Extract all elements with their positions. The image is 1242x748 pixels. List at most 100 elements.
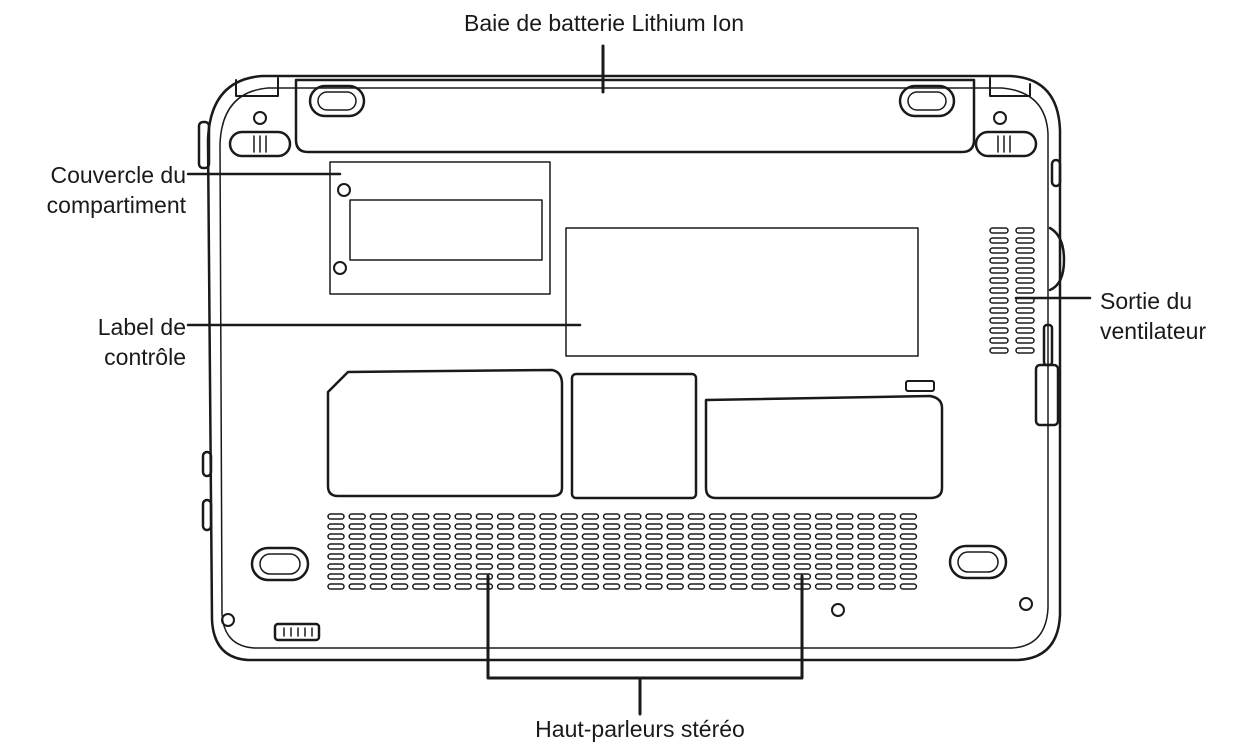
speaker-grille-slot xyxy=(454,573,472,580)
speaker-grille-slot xyxy=(369,553,388,560)
latch-screw-right xyxy=(993,111,1007,125)
speaker-grille-slot xyxy=(645,523,663,530)
speaker-grille-slot xyxy=(687,563,706,570)
speaker-grille-slot xyxy=(560,513,578,520)
speaker-grille-slot xyxy=(708,543,727,550)
speaker-grille-slot xyxy=(836,563,854,570)
speaker-grille-slot xyxy=(518,553,536,560)
speaker-grille-slot xyxy=(666,533,684,540)
speaker-grille-slot xyxy=(369,563,388,570)
security-lock-slot xyxy=(273,622,321,642)
speaker-grille-slot xyxy=(751,573,769,580)
fan-vent-slot xyxy=(1015,277,1035,284)
compartment-screw-bottom xyxy=(333,261,347,275)
fan-vent-slot xyxy=(1015,347,1035,354)
speaker-grille-slot xyxy=(708,513,727,520)
fan-vent-slot xyxy=(989,257,1009,264)
fan-outlet-label-line-2: ventilateur xyxy=(1100,318,1207,344)
rubber-foot-left xyxy=(250,546,310,582)
fan-vent-slot xyxy=(989,317,1009,324)
speaker-grille-slot xyxy=(687,553,706,560)
fan-vent-slot xyxy=(1015,287,1035,294)
speaker-grille-slot xyxy=(412,533,430,540)
speaker-grille-slot xyxy=(772,583,790,590)
speaker-grille-slot xyxy=(751,553,769,560)
speaker-grille-slot xyxy=(581,573,600,580)
speaker-grille-slot xyxy=(369,583,388,590)
fan-vent-slot xyxy=(1015,317,1035,324)
speaker-grille-slot xyxy=(793,533,812,540)
right-side-slot xyxy=(1048,226,1066,292)
speaker-grille-slot xyxy=(602,563,621,570)
speaker-grille-slot xyxy=(602,533,621,540)
fan-vent-slot xyxy=(989,347,1009,354)
speaker-grille-slot xyxy=(666,583,684,590)
speaker-grille-slot xyxy=(899,543,918,550)
speaker-grille-slot xyxy=(581,563,600,570)
speaker-grille-slot xyxy=(857,533,875,540)
speaker-grille-slot xyxy=(793,513,812,520)
speaker-grille-slot xyxy=(560,573,578,580)
speaker-grille-slot xyxy=(560,523,578,530)
speaker-grille-slot xyxy=(878,543,896,550)
speaker-grille-slot xyxy=(751,533,769,540)
compartment-cover-label: Couvercle du compartiment xyxy=(0,160,186,220)
speaker-grille-slot xyxy=(412,513,430,520)
speaker-grille-slot xyxy=(539,523,557,530)
speaker-grille-slot xyxy=(496,583,515,590)
security-lock-slot-ribs xyxy=(283,627,313,637)
speaker-grille-slot xyxy=(560,563,578,570)
speaker-grille-slot xyxy=(390,513,409,520)
speaker-grille-slot xyxy=(730,573,748,580)
speaker-grille-slot xyxy=(687,513,706,520)
screw-bottom-center xyxy=(831,603,845,617)
speaker-grille-slot xyxy=(348,543,366,550)
speaker-grille-slot xyxy=(518,583,536,590)
speaker-grille-slot xyxy=(666,573,684,580)
speaker-grille-slot xyxy=(475,563,494,570)
speaker-grille-slot xyxy=(412,583,430,590)
speaker-grille-slot xyxy=(708,553,727,560)
speaker-grille-slot xyxy=(348,583,366,590)
compartment-cover-label-line-2: compartiment xyxy=(46,192,186,218)
compartment-cover-label-line-1: Couvercle du xyxy=(50,162,186,188)
speaker-grille-slot xyxy=(857,513,875,520)
fan-vent-slot xyxy=(989,337,1009,344)
speaker-grille-slot xyxy=(624,553,642,560)
left-side-jack-upper xyxy=(201,450,213,478)
speaker-grille-slot xyxy=(433,573,451,580)
speaker-grille-slot xyxy=(454,513,472,520)
speaker-grille-slot xyxy=(814,553,833,560)
speaker-grille-slot xyxy=(730,543,748,550)
lower-panel-left xyxy=(326,368,564,498)
speaker-grille-slot xyxy=(518,573,536,580)
speaker-grille-slot xyxy=(369,523,388,530)
speaker-grille-slot xyxy=(687,523,706,530)
speaker-grille-slot xyxy=(454,523,472,530)
fan-vent-slot xyxy=(1015,307,1035,314)
speaker-grille-slot xyxy=(751,523,769,530)
laptop-base-inner-edge xyxy=(219,87,1049,649)
lower-panel-center xyxy=(570,372,698,500)
speaker-grille-slot xyxy=(751,513,769,520)
speaker-grille-slot xyxy=(412,573,430,580)
battery-grip-right-inner xyxy=(907,91,947,111)
lower-panel-right xyxy=(704,394,944,500)
speaker-grille-slot xyxy=(645,563,663,570)
speaker-grille-slot xyxy=(433,563,451,570)
speaker-grille-slot xyxy=(857,563,875,570)
speaker-grille-slot xyxy=(475,553,494,560)
speaker-grille-slot xyxy=(412,553,430,560)
speaker-grille-slot xyxy=(793,553,812,560)
speaker-grille-slot xyxy=(496,543,515,550)
speaker-grille-slot xyxy=(730,563,748,570)
fan-vent-grid xyxy=(989,227,1035,354)
speaker-grille-slot xyxy=(475,533,494,540)
screw-bottom-left xyxy=(221,613,235,627)
speaker-grille-slot xyxy=(751,543,769,550)
speaker-grille-slot xyxy=(772,533,790,540)
speaker-grille-slot xyxy=(878,573,896,580)
speaker-grille-slot xyxy=(475,573,494,580)
fan-vent-slot xyxy=(989,307,1009,314)
